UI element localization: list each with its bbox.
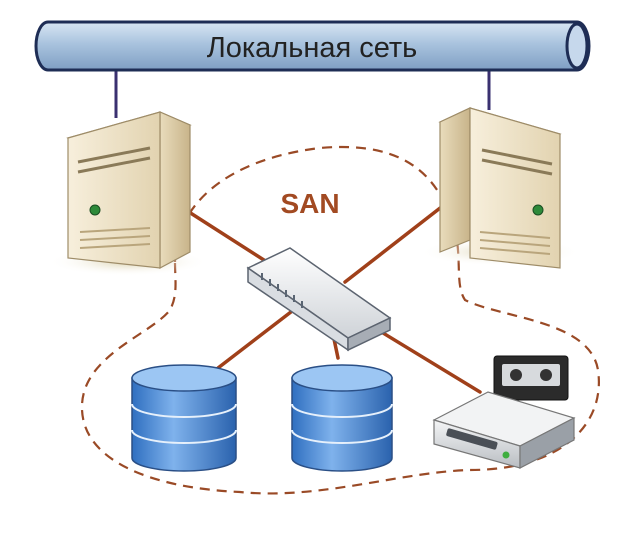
san-link-tape bbox=[363, 320, 482, 394]
lan-bus: Локальная сеть bbox=[34, 20, 591, 72]
disk-array-2 bbox=[291, 364, 393, 472]
disk-array-1 bbox=[131, 364, 237, 472]
lan-label: Локальная сеть bbox=[207, 32, 418, 64]
fc-switch bbox=[246, 247, 392, 352]
tape-library bbox=[432, 355, 576, 469]
server-left bbox=[48, 111, 208, 276]
server-right bbox=[420, 107, 580, 269]
san-label: SAN bbox=[280, 188, 339, 219]
san-link-disk-1 bbox=[216, 303, 302, 370]
san-link-server-right bbox=[343, 203, 446, 284]
